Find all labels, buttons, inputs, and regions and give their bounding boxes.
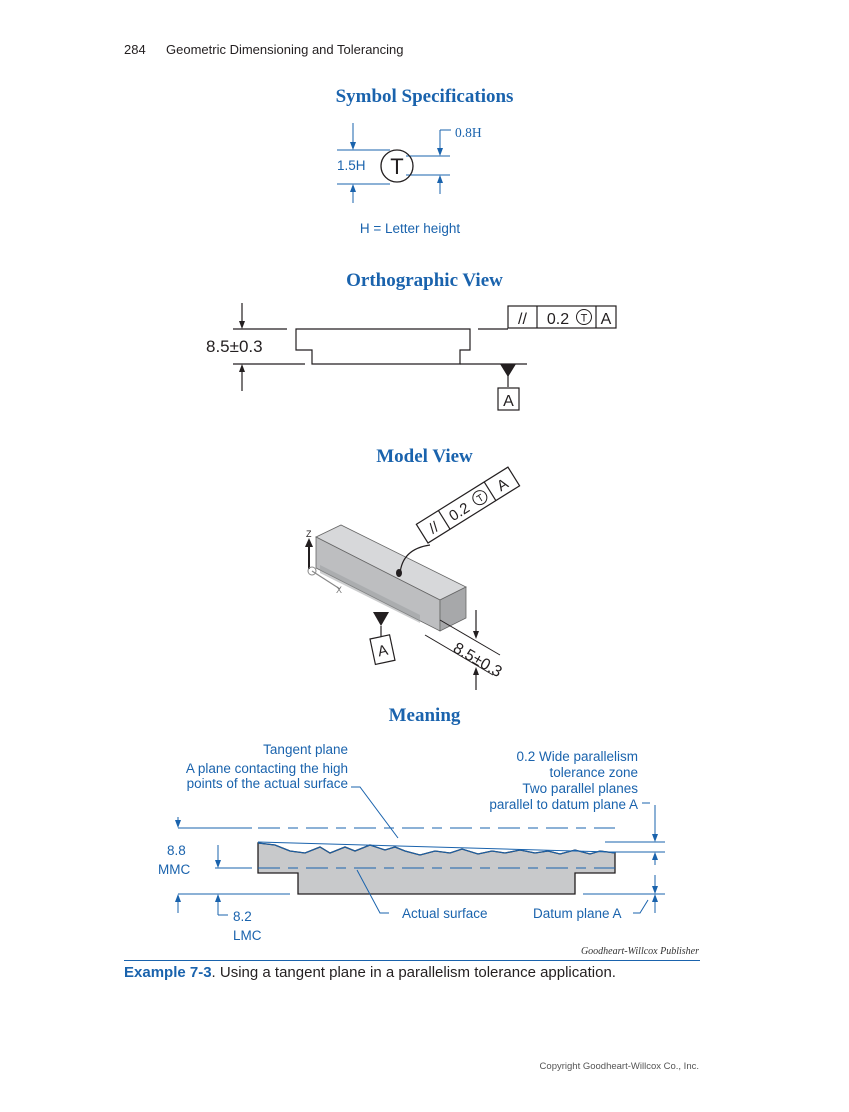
section-title-orthographic-view: Orthographic View: [346, 270, 503, 291]
lmc-value: 8.2: [233, 909, 252, 924]
zone-label-2: tolerance zone: [549, 765, 638, 780]
page-number: 284: [124, 42, 146, 57]
caption-text: . Using a tangent plane in a parallelism…: [211, 964, 616, 981]
ortho-feature-control-frame: // 0.2 T A: [507, 305, 617, 329]
axis-z-label: Z: [306, 529, 312, 539]
model-view-figure: Z X // 0.2 T A A 8.5±0.3: [305, 466, 521, 690]
zone-label-4: parallel to datum plane A: [489, 797, 638, 812]
symbol-spec-figure: T 0.8H 1.5H H = Letter height: [337, 123, 482, 236]
model-tangent-modifier: T: [475, 493, 486, 506]
tangent-plane-title: Tangent plane: [263, 742, 348, 757]
running-title: Geometric Dimensioning and Tolerancing: [166, 42, 404, 57]
section-title-model-view: Model View: [376, 446, 473, 467]
ortho-tangent-modifier: T: [581, 313, 588, 325]
ortho-dimension: 8.5±0.3: [206, 337, 263, 356]
orthographic-figure: A // 0.2 T A 8.5±0.3: [206, 303, 617, 411]
symbol-tangent-letter: T: [390, 154, 403, 179]
section-title-meaning: Meaning: [388, 705, 461, 726]
ortho-parallelism-symbol: //: [518, 311, 527, 328]
ortho-fcf-datum: A: [601, 311, 612, 328]
actual-surface-label: Actual surface: [402, 906, 488, 921]
caption-divider: [124, 960, 700, 961]
zone-label-3: Two parallel planes: [522, 781, 638, 796]
ortho-tolerance-value: 0.2: [547, 311, 569, 328]
ortho-datum-label: A: [503, 393, 514, 410]
section-title-symbol-specifications: Symbol Specifications: [335, 86, 514, 107]
axis-x-label: X: [336, 585, 342, 595]
zone-label-1: 0.2 Wide parallelism: [516, 749, 638, 764]
figure-caption: Example 7-3. Using a tangent plane in a …: [124, 964, 616, 981]
tangent-plane-desc-1: A plane contacting the high: [186, 761, 348, 776]
dim-label-08h: 0.8H: [455, 125, 482, 140]
model-datum-label: A: [376, 642, 389, 661]
mmc-value: 8.8: [167, 843, 186, 858]
letter-height-note: H = Letter height: [360, 221, 460, 236]
mmc-label: MMC: [158, 862, 190, 877]
figure-credit: Goodheart-Willcox Publisher: [580, 946, 699, 957]
model-feature-control-frame: // 0.2 T A: [415, 466, 521, 544]
meaning-figure: Tangent plane A plane contacting the hig…: [158, 742, 665, 943]
datum-plane-label: Datum plane A: [533, 906, 622, 921]
caption-label: Example 7-3: [124, 964, 212, 981]
copyright-notice: Copyright Goodheart-Willcox Co., Inc.: [539, 1061, 699, 1072]
dim-label-15h: 1.5H: [337, 158, 366, 173]
tangent-plane-desc-2: points of the actual surface: [187, 776, 348, 791]
lmc-label: LMC: [233, 928, 262, 943]
